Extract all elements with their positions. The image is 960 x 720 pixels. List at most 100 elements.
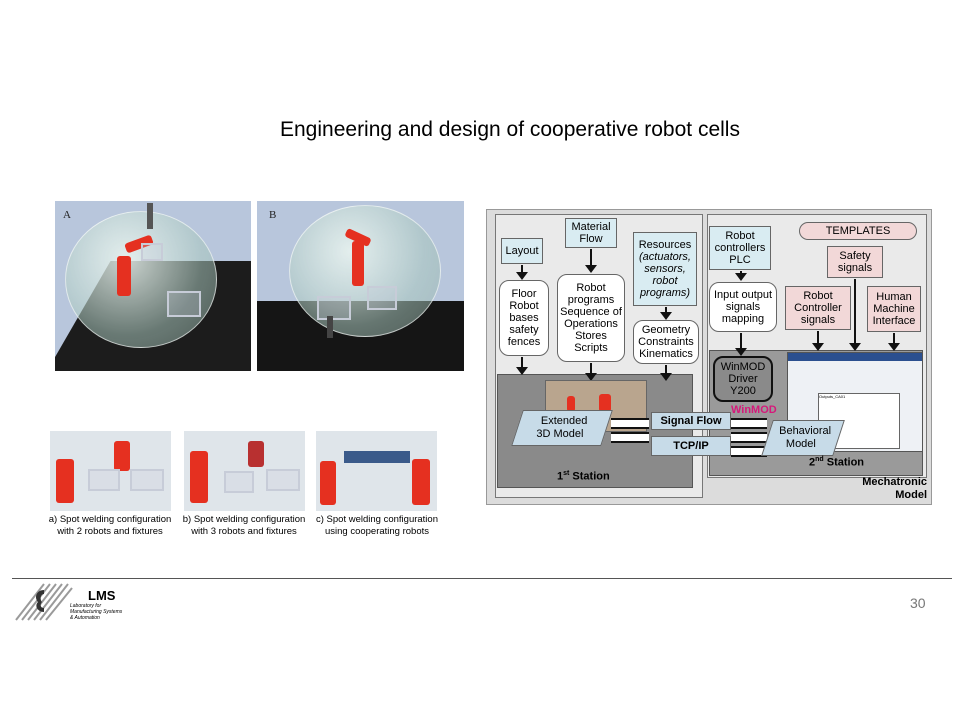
arrow-line [817, 331, 819, 345]
signal-flow-label: Signal Flow [651, 412, 731, 430]
mechatronic-line2: Model [895, 489, 927, 501]
rc-line2: controllers [714, 242, 766, 254]
robot-controllers-box: Robot controllers PLC [709, 226, 771, 270]
mechatronic-label: Mechatronic Model [827, 476, 927, 502]
station2-number: 2 [809, 456, 816, 469]
extended-line1: Extended [540, 415, 588, 427]
slide-title: Engineering and design of cooperative ro… [280, 118, 740, 141]
car-body-part [344, 451, 410, 463]
station1-text: Station [569, 470, 610, 483]
io-line3: mapping [721, 313, 765, 325]
robot [248, 441, 264, 467]
caption-b: b) Spot welding configuration with 3 rob… [174, 514, 314, 538]
arrow-line [854, 279, 856, 345]
robot-cell-image-a: A [55, 201, 251, 371]
arrow-head [888, 343, 900, 351]
arrow-head [849, 343, 861, 351]
fixture [224, 471, 254, 493]
logo-sub-line1: Laboratory for [70, 603, 102, 609]
caption-a-line2: with 2 robots and fixtures [57, 526, 163, 537]
floor-box: Floor Robot bases safety fences [499, 280, 549, 356]
robot [56, 459, 74, 503]
station1-number: 1 [557, 470, 564, 483]
layout-text: Layout [505, 245, 539, 257]
signal-arrow [731, 446, 767, 457]
logo-sub-line2: Manufacturing Systems [70, 609, 123, 615]
arrow-line [893, 333, 895, 345]
fixture [167, 291, 201, 317]
arrow-head [660, 373, 672, 381]
io-line2: signals [725, 301, 761, 313]
programs-line5: Stores [575, 330, 607, 342]
robot [117, 256, 131, 296]
extended-model-box: Extended 3D Model [511, 410, 613, 446]
material-flow-line1: Material [571, 221, 611, 233]
mechatronic-line1: Mechatronic [862, 476, 927, 488]
caption-c-line2: using cooperating robots [324, 526, 430, 537]
signal-arrow [731, 418, 767, 429]
caption-c: c) Spot welding configuration using coop… [307, 514, 447, 538]
behavioral-model-box: Behavioral Model [761, 420, 845, 456]
lms-logo-subtitle: Laboratory for Manufacturing Systems & A… [70, 603, 150, 621]
footer-divider [12, 578, 952, 579]
resources-line1: Resources [638, 239, 692, 251]
driver-line3: Y200 [730, 385, 756, 397]
arrow-head [812, 343, 824, 351]
safety-line2: signals [837, 262, 873, 274]
winmod-text: WinMOD [731, 404, 777, 416]
signal-flow-text: Signal Flow [660, 415, 722, 427]
robot [190, 451, 208, 503]
image-a-label: A [63, 209, 71, 221]
fixture [141, 243, 163, 261]
programs-line1: Robot [576, 282, 606, 294]
safety-dome [289, 205, 441, 337]
worker [327, 316, 333, 338]
hmi-line2: Machine [873, 303, 915, 315]
station2-sup: nd [815, 456, 824, 463]
programs-line2: programs [567, 294, 615, 306]
geometry-box: Geometry Constraints Kinematics [633, 320, 699, 364]
arrow-head [660, 312, 672, 320]
caption-b-line2: with 3 robots and fixtures [191, 526, 297, 537]
io-mapping-box: Input output signals mapping [709, 282, 777, 332]
programs-line4: Operations [564, 318, 618, 330]
extended-line2: 3D Model [536, 428, 584, 440]
robot [320, 461, 336, 505]
arrow-head [735, 348, 747, 356]
behavioral-line1: Behavioral [779, 425, 832, 437]
page-number: 30 [910, 595, 926, 611]
screen-titlebar [788, 353, 922, 361]
robot [352, 241, 364, 286]
rcs-line2: Controller [794, 302, 842, 314]
arrow-line [740, 333, 742, 349]
hmi-box: Human Machine Interface [867, 286, 921, 332]
safety-signals-box: Safety signals [827, 246, 883, 278]
arrow-line [665, 365, 667, 375]
programs-line3: Sequence of [560, 306, 622, 318]
lms-logo-text: LMS [88, 588, 116, 603]
robot [599, 394, 611, 412]
resources-line4: robot [652, 275, 678, 287]
driver-line1: WinMOD [720, 361, 766, 373]
floor-line4: safety [509, 324, 539, 336]
floor-line3: bases [509, 312, 539, 324]
arrow-head [516, 367, 528, 375]
rcs-line3: signals [800, 314, 836, 326]
winmod-driver-box: WinMOD Driver Y200 [713, 356, 773, 402]
caption-a: a) Spot welding configuration with 2 rob… [40, 514, 180, 538]
templates-text: TEMPLATES [825, 225, 891, 237]
rc-line3: PLC [729, 254, 751, 266]
arrow-line [521, 265, 523, 275]
signal-arrow [611, 432, 649, 443]
signal-arrow [611, 418, 649, 429]
behavioral-line2: Model [785, 438, 816, 450]
arrow-line [521, 357, 523, 369]
floor-line1: Floor [511, 288, 537, 300]
material-flow-box: Material Flow [565, 218, 617, 248]
tcp-ip-text: TCP/IP [673, 440, 709, 452]
caption-a-line1: a) Spot welding configuration [48, 514, 172, 525]
lms-logo-icon [14, 582, 74, 622]
geometry-line3: Kinematics [639, 348, 693, 360]
arrow-head [585, 265, 597, 273]
tcp-ip-label: TCP/IP [651, 436, 731, 456]
